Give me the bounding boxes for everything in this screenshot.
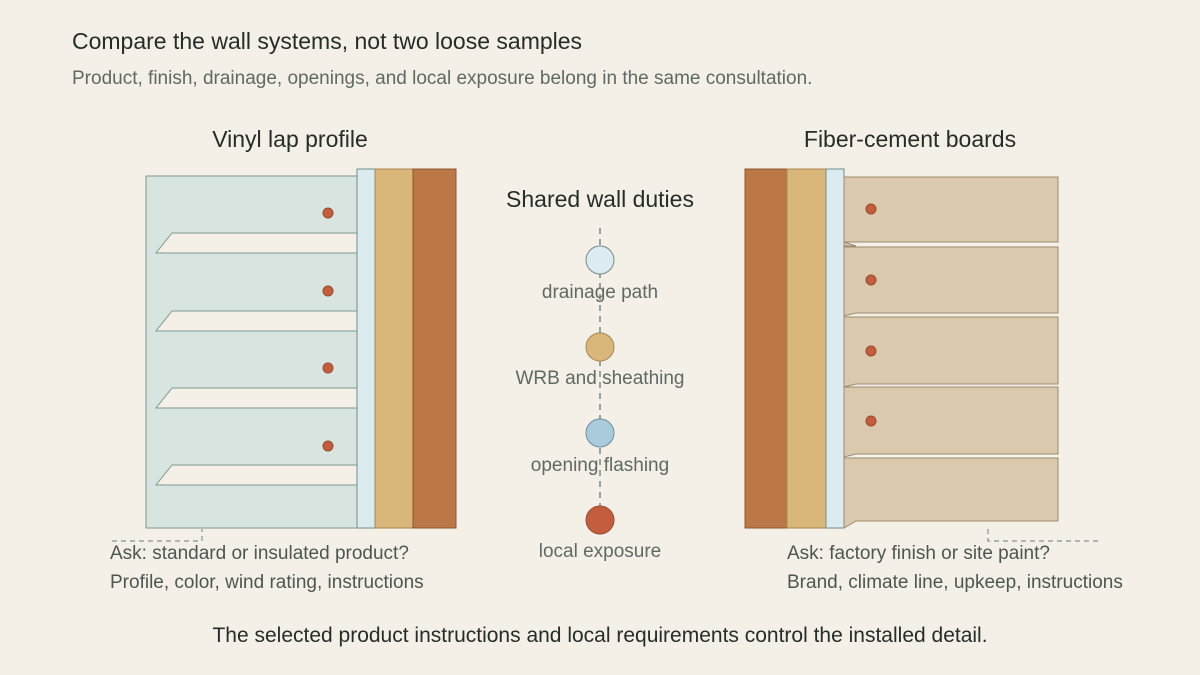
duty-marker-drainage [585,245,615,275]
duty-marker-exposure [585,505,615,535]
duty-marker-flashing [585,418,615,448]
fiber-cement-callout-leader [987,529,1098,542]
fiber-cement-board [843,386,1059,458]
fastener-dot [322,285,334,297]
fastener-dot [322,362,334,374]
vinyl-callout-leader [112,529,203,542]
fiber-cement-board [843,457,1059,529]
drainage-gap-layer [825,168,845,529]
sheathing-layer [786,168,827,529]
fiber-cement-board [843,176,1059,247]
duty-label-sheathing: WRB and sheathing [516,368,685,389]
duty-marker-sheathing [585,332,615,362]
shared-duties-heading: Shared wall duties [506,186,694,212]
fiber-cement-details: Brand, climate line, upkeep, instruction… [787,572,1123,593]
vinyl-details: Profile, color, wind rating, instruction… [110,572,424,593]
fiber-cement-board [843,246,1059,317]
page-subtitle: Product, finish, drainage, openings, and… [72,68,812,89]
duty-label-exposure: local exposure [539,541,662,562]
fiber-cement-wall-section: Fiber-cement boards Ask: factory finish … [744,126,1123,593]
drainage-gap-layer [356,168,376,529]
page-title: Compare the wall systems, not two loose … [72,28,582,54]
fastener-dot [322,440,334,452]
fastener-dot [865,415,877,427]
fastener-dot [322,207,334,219]
vinyl-lap-course [154,464,358,486]
footer-note: The selected product instructions and lo… [212,624,987,647]
framing-layer [744,168,788,529]
vinyl-question: Ask: standard or insulated product? [110,543,409,564]
duty-label-drainage: drainage path [542,282,658,303]
fiber-cement-heading: Fiber-cement boards [804,126,1016,152]
fiber-cement-question: Ask: factory finish or site paint? [787,543,1050,564]
vinyl-lap-course [154,387,358,409]
vinyl-lap-course [154,232,358,254]
fiber-cement-board [843,316,1059,388]
framing-layer [412,168,457,529]
fastener-dot [865,203,877,215]
duty-label-flashing: opening flashing [531,455,669,476]
vinyl-wall-section: Vinyl lap profile Ask: standard or insul… [110,126,457,593]
shared-duties: Shared wall duties drainage path WRB and… [506,186,694,562]
fastener-dot [865,345,877,357]
vinyl-lap-course [154,310,358,332]
sheathing-layer [374,168,414,529]
fastener-dot [865,274,877,286]
vinyl-heading: Vinyl lap profile [212,126,368,152]
